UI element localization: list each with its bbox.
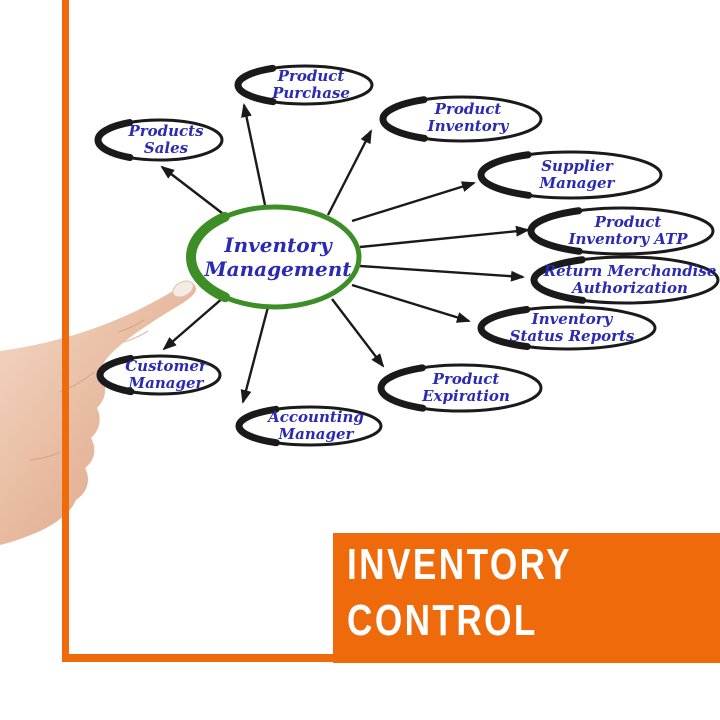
title-banner: INVENTORY CONTROL xyxy=(333,533,720,663)
node-ring-product-purchase xyxy=(234,62,376,108)
arrow-product-inventory xyxy=(326,129,373,216)
arrow-product-expiration xyxy=(331,298,385,368)
node-ring-customer-manager xyxy=(96,352,224,398)
node-ring-products-sales xyxy=(94,116,226,164)
node-ring-product-inventory xyxy=(379,93,545,145)
banner-line2: CONTROL xyxy=(347,596,538,645)
arrow-accounting-manager xyxy=(240,306,270,404)
frame-left-border xyxy=(62,0,69,662)
node-ring-inventory-status-reports xyxy=(477,303,659,353)
arrow-return-merchandise-authorization xyxy=(359,264,525,282)
banner-line1: INVENTORY xyxy=(347,540,573,589)
arrow-product-inventory-atp xyxy=(359,225,530,249)
center-node-ring xyxy=(186,202,364,312)
arrow-product-purchase xyxy=(241,103,267,206)
arrows xyxy=(160,103,530,404)
node-ring-product-inventory-atp xyxy=(527,204,717,258)
fingernail xyxy=(172,280,194,298)
node-ring-return-merchandise-authorization xyxy=(530,253,720,307)
arrow-inventory-status-reports xyxy=(351,283,471,323)
node-ring-accounting-manager xyxy=(235,403,385,449)
node-ring-product-expiration xyxy=(377,361,545,415)
arrow-products-sales xyxy=(160,165,223,214)
arrow-supplier-manager xyxy=(351,181,476,223)
node-ring-supplier-manager xyxy=(477,148,665,202)
arrow-customer-manager xyxy=(162,296,225,351)
